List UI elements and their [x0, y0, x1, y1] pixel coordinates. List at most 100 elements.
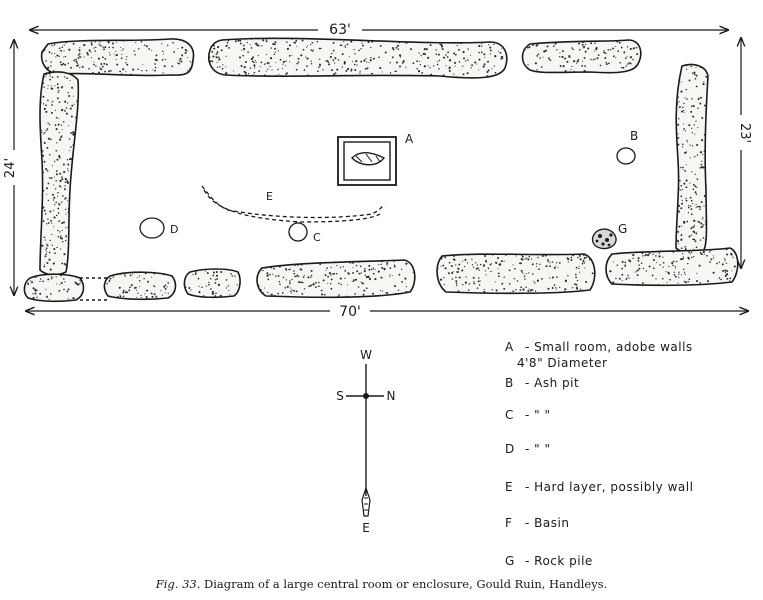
stipple-dot	[278, 265, 281, 268]
stipple-dot	[391, 40, 393, 43]
stipple-dot	[694, 155, 696, 158]
stipple-dot	[580, 41, 582, 43]
stipple-dot	[729, 277, 732, 280]
stipple-dot	[52, 209, 55, 211]
stipple-dot	[59, 61, 62, 64]
stipple-dot	[197, 277, 200, 280]
stipple-dot	[154, 69, 156, 72]
stipple-dot	[263, 63, 266, 65]
compass-s-label: S	[336, 389, 344, 403]
stipple-dot	[164, 284, 167, 286]
stipple-dot	[239, 39, 242, 42]
stipple-dot	[464, 258, 467, 261]
stipple-dot	[582, 259, 585, 262]
stipple-dot	[62, 241, 64, 243]
stipple-dot	[42, 190, 45, 192]
stipple-dot	[597, 54, 600, 56]
stipple-dot	[241, 49, 243, 51]
stipple-dot	[571, 287, 574, 289]
stipple-dot	[674, 267, 676, 269]
stipple-dot	[495, 289, 498, 292]
stipple-dot	[144, 293, 146, 295]
stipple-dot	[667, 272, 670, 275]
stipple-dot	[545, 265, 548, 268]
stipple-dot	[578, 266, 580, 268]
stipple-dot	[691, 98, 693, 100]
stipple-dot	[680, 81, 682, 83]
stipple-dot	[94, 51, 96, 53]
wall-bottom-5	[436, 253, 596, 295]
stipple-dot	[436, 61, 439, 63]
stipple-dot	[345, 44, 347, 46]
stipple-dot	[451, 278, 454, 280]
stipple-dot	[398, 42, 400, 44]
stipple-dot	[134, 286, 137, 289]
stipple-dot	[699, 205, 701, 208]
stipple-dot	[311, 42, 314, 44]
stipple-dot	[68, 150, 70, 152]
stipple-dot	[439, 278, 443, 281]
stipple-dot	[386, 263, 388, 265]
stipple-dot	[245, 61, 247, 63]
stipple-dot	[571, 65, 573, 68]
stipple-dot	[452, 271, 454, 273]
stipple-dot	[456, 271, 459, 273]
stipple-dot	[444, 256, 447, 259]
stipple-dot	[679, 179, 681, 182]
stipple-dot	[335, 272, 338, 275]
stipple-dot	[208, 283, 210, 286]
stipple-dot	[409, 41, 412, 44]
stipple-dot	[326, 267, 329, 269]
stipple-dot	[278, 281, 281, 283]
stipple-dot	[686, 68, 688, 71]
stipple-dot	[288, 44, 292, 47]
stipple-dot	[590, 58, 592, 61]
stipple-dot	[53, 216, 56, 219]
stipple-dot	[688, 79, 691, 82]
stipple-dot	[77, 64, 79, 67]
stipple-dot	[689, 144, 691, 146]
stipple-dot	[140, 40, 143, 43]
stipple-dot	[691, 105, 693, 107]
stipple-dot	[58, 203, 61, 206]
stipple-dot	[392, 48, 395, 51]
stipple-dot	[521, 255, 524, 258]
stipple-dot	[692, 203, 694, 205]
stipple-dot	[416, 67, 418, 70]
stipple-dot	[360, 48, 362, 50]
stipple-dot	[576, 279, 579, 282]
stipple-dot	[368, 264, 371, 267]
stipple-dot	[693, 238, 696, 241]
stipple-dot	[690, 256, 693, 259]
stipple-dot	[121, 72, 123, 74]
stipple-dot	[542, 56, 544, 58]
stipple-dot	[53, 160, 56, 163]
stipple-dot	[453, 255, 456, 257]
stipple-dot	[40, 102, 42, 104]
stipple-dot	[215, 70, 217, 72]
stipple-dot	[528, 46, 531, 49]
stipple-dot	[704, 220, 707, 222]
stipple-dot	[466, 262, 469, 264]
stipple-dot	[455, 280, 458, 283]
stipple-dot	[579, 48, 581, 51]
stipple-dot	[442, 256, 444, 258]
stipple-dot	[109, 277, 112, 280]
stipple-dot	[678, 276, 680, 278]
stipple-dot	[690, 227, 693, 230]
stipple-dot	[534, 62, 537, 65]
stipple-dot	[53, 196, 56, 199]
stipple-dot	[65, 263, 68, 266]
stipple-dot	[381, 266, 384, 269]
stipple-dot	[438, 68, 440, 70]
stipple-dot	[67, 92, 69, 94]
stipple-dot	[612, 281, 615, 284]
dimension-top: 63'	[30, 22, 728, 38]
stipple-dot	[302, 48, 305, 51]
stipple-dot	[42, 206, 45, 209]
stipple-dot	[701, 116, 703, 119]
stipple-dot	[161, 43, 163, 45]
stipple-dot	[623, 51, 626, 54]
stipple-dot	[214, 282, 217, 284]
stipple-dot	[49, 210, 52, 213]
